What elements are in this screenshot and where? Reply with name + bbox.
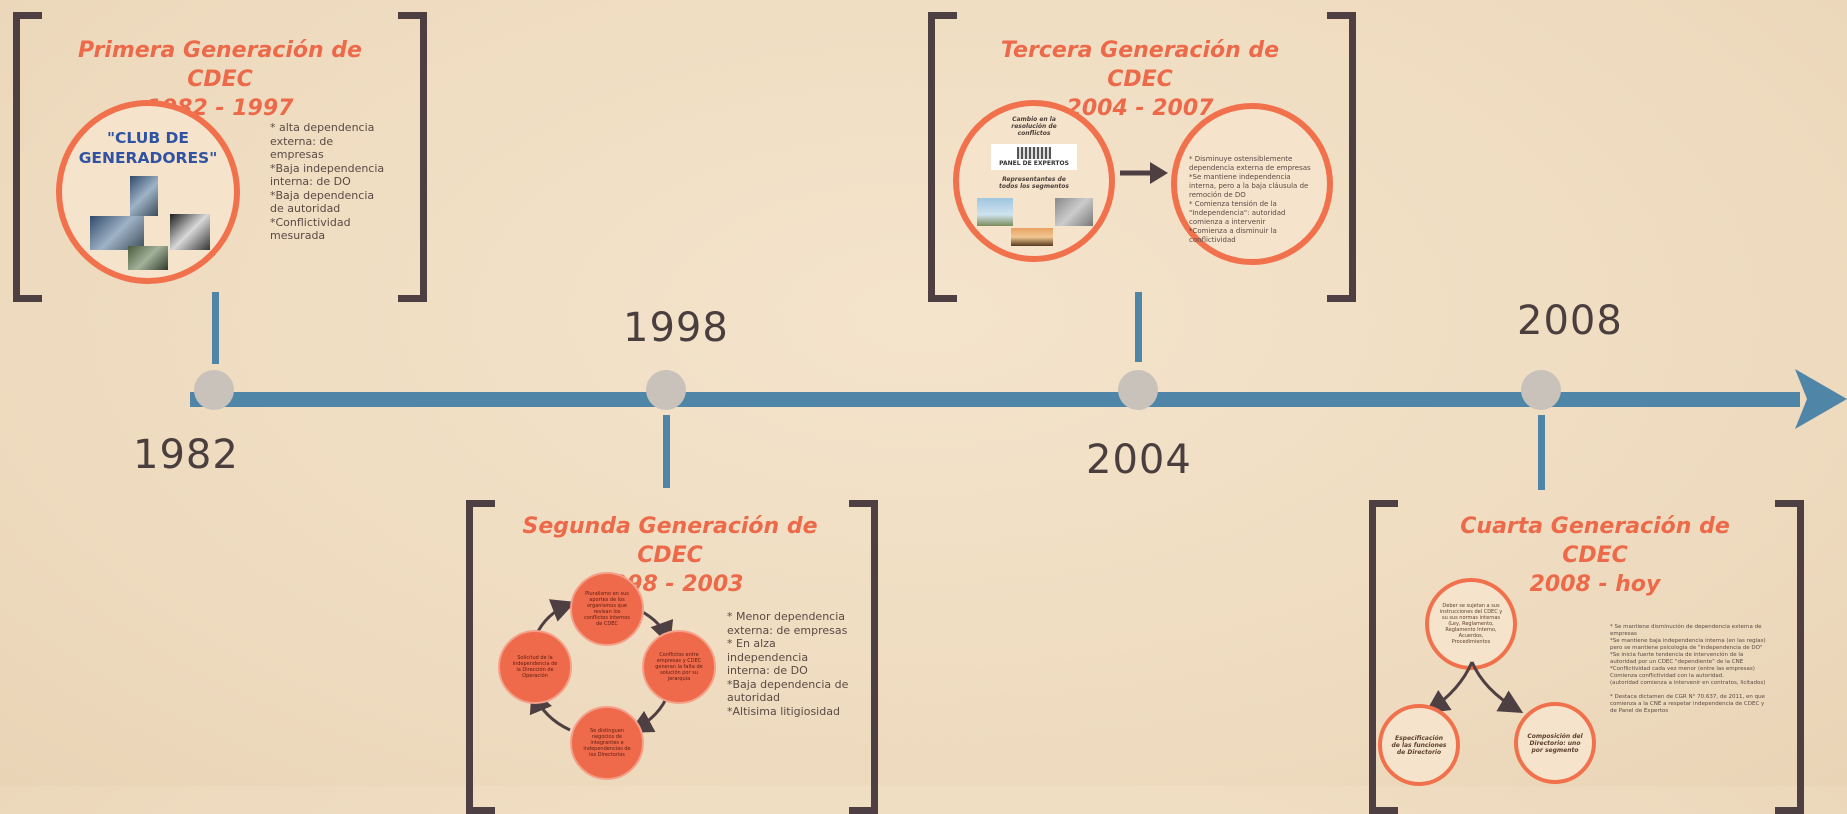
gen3-circle-top-text: Cambio en la resolución de conflictos bbox=[1011, 116, 1057, 137]
gen1-title: Primera Generación de CDEC bbox=[78, 38, 362, 92]
connector-gen3 bbox=[1135, 292, 1142, 362]
gen1-photo-tower bbox=[130, 176, 158, 216]
gen3-period: 2004 - 2007 bbox=[1066, 96, 1214, 121]
gen1-notes: * alta dependencia externa: de empresas … bbox=[270, 121, 385, 242]
gen4-title-block: Cuarta Generación de CDEC 2008 - hoy bbox=[1430, 512, 1760, 599]
gen3-photo-windmill bbox=[977, 198, 1013, 226]
gen3-left-circle: Cambio en la resolución de conflictos PA… bbox=[953, 100, 1115, 262]
gen3-right-circle: * Disminuye ostensiblemente dependencia … bbox=[1171, 103, 1333, 265]
timeline-node-1982 bbox=[194, 370, 234, 410]
gen1-photo-dam bbox=[170, 214, 210, 250]
gen4-bracket-right bbox=[1775, 500, 1804, 814]
timeline-axis bbox=[190, 392, 1800, 407]
gen1-bracket-left bbox=[13, 12, 42, 302]
gen3-circle-bottom-text: Representantes de todos los segmentos bbox=[999, 176, 1069, 190]
gen3-panel-label: PANEL DE EXPERTOS bbox=[999, 160, 1069, 167]
gen3-title: Tercera Generación de CDEC bbox=[1000, 38, 1280, 92]
gen3-photo-building bbox=[1055, 198, 1093, 226]
gen2-title: Segunda Generación de CDEC bbox=[522, 514, 818, 568]
gen3-bracket-left bbox=[928, 12, 957, 302]
gen1-bracket-right bbox=[398, 12, 427, 302]
gen1-club-circle: "CLUB DE GENERADORES" bbox=[56, 100, 240, 284]
gen4-title: Cuarta Generación de CDEC bbox=[1460, 514, 1730, 568]
gen1-photo-hydro bbox=[128, 246, 168, 270]
gen4-right-circle: Composición del Directorio: uno por segm… bbox=[1514, 702, 1596, 784]
year-2004: 2004 bbox=[1086, 437, 1192, 483]
gen2-cycle-item-right: Conflictos entre empresas y CDEC generan… bbox=[642, 630, 716, 704]
timeline-node-1998 bbox=[646, 370, 686, 410]
gen2-cycle-item-top: Pluralismo en sus aportes de los organis… bbox=[570, 572, 644, 646]
gen2-bracket-left bbox=[466, 500, 495, 814]
gen1-photo-plant bbox=[90, 216, 144, 250]
gen4-left-circle: Especificación de las funciones de Direc… bbox=[1378, 704, 1460, 786]
year-1998: 1998 bbox=[623, 305, 729, 351]
gen2-notes: * Menor dependencia externa: de empresas… bbox=[727, 610, 849, 718]
gen3-panel-box: PANEL DE EXPERTOS bbox=[991, 144, 1077, 170]
gen4-period: 2008 - hoy bbox=[1529, 572, 1661, 597]
gen3-notes: * Disminuye ostensiblemente dependencia … bbox=[1189, 155, 1311, 244]
connector-gen1 bbox=[212, 292, 219, 364]
gen3-panel-logo bbox=[1017, 147, 1051, 159]
gen2-cycle-item-bottom: Se distinguen negocios de integrantes e … bbox=[570, 706, 644, 780]
connector-gen4 bbox=[1538, 415, 1545, 490]
gen1-club-label: "CLUB DE GENERADORES" bbox=[78, 129, 218, 167]
gen2-cycle-item-left: Solicitud de la independencia de la Dire… bbox=[498, 630, 572, 704]
gen4-notes: * Se mantiene disminución de dependencia… bbox=[1610, 624, 1766, 714]
gen3-arrow bbox=[1120, 162, 1168, 184]
gen4-top-circle: Deber se sujetan a sus instrucciones del… bbox=[1425, 578, 1517, 670]
gen3-title-block: Tercera Generación de CDEC 2004 - 2007 bbox=[975, 36, 1305, 123]
gen3-bracket-right bbox=[1327, 12, 1356, 302]
year-2008: 2008 bbox=[1517, 298, 1623, 344]
connector-gen2 bbox=[663, 415, 670, 488]
timeline-node-2008 bbox=[1521, 370, 1561, 410]
year-1982: 1982 bbox=[133, 432, 239, 478]
gen3-photo-towers bbox=[1011, 228, 1053, 246]
gen2-bracket-right bbox=[849, 500, 878, 814]
timeline-node-2004 bbox=[1118, 370, 1158, 410]
gen4-branch-arrows bbox=[1425, 661, 1524, 714]
timeline-arrowhead bbox=[1795, 369, 1847, 429]
